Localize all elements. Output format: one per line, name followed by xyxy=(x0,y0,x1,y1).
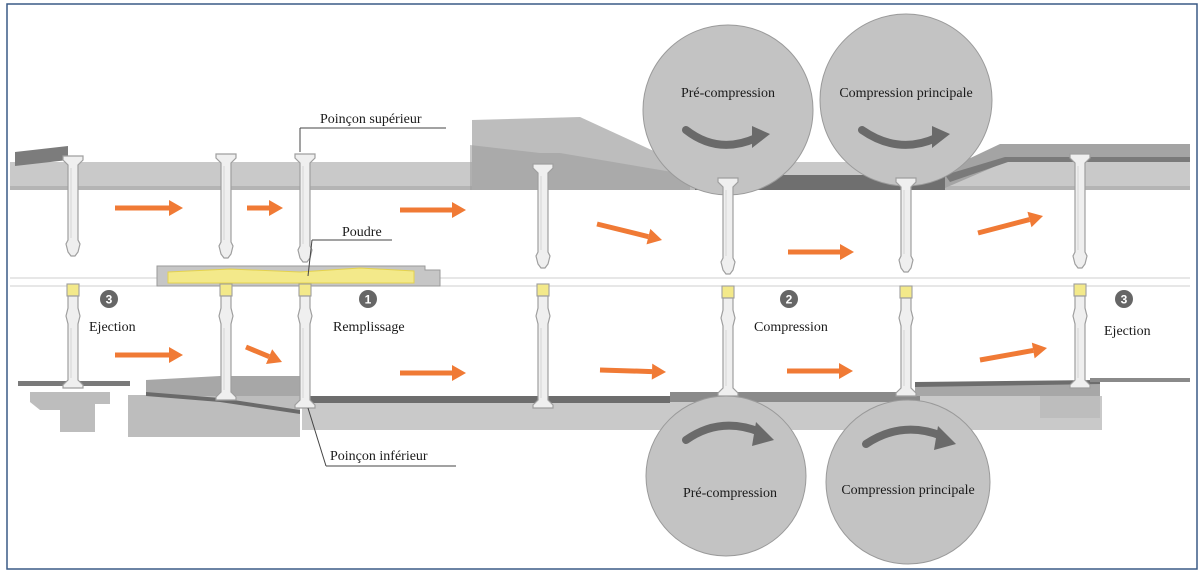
rotation-arrowhead-icon xyxy=(934,426,956,450)
eject-plate-right xyxy=(1090,378,1190,382)
label-filling: Remplissage xyxy=(333,320,405,335)
lower-right-base xyxy=(1040,396,1100,418)
diagram-frame xyxy=(6,3,1198,570)
label-main-compression-bottom: Compression principale xyxy=(841,483,974,498)
label-pre-compression-top: Pré-compression xyxy=(681,86,775,101)
main-compression-roller-lower xyxy=(825,399,991,565)
lower-fill-rail xyxy=(146,392,300,414)
lower-fill-cam xyxy=(128,395,300,437)
rotation-arrow-icon xyxy=(682,421,764,444)
label-pre-compression-bottom: Pré-compression xyxy=(683,486,777,501)
label-compression: Compression xyxy=(754,320,828,335)
step-number: 2 xyxy=(786,293,793,307)
pre-compression-roller-lower xyxy=(645,395,807,557)
flow-arrow-icon xyxy=(787,363,853,379)
flow-arrow-icon xyxy=(400,365,466,381)
upper-punch xyxy=(1069,153,1091,269)
lower-eject-rail xyxy=(915,380,1100,387)
step-number: 3 xyxy=(106,293,113,307)
rotation-arrow-icon xyxy=(858,126,940,149)
upper-punch xyxy=(717,177,739,275)
flow-arrow-icon xyxy=(977,211,1043,236)
lower-punch xyxy=(717,285,739,397)
leader-line-powder-diag xyxy=(307,239,313,277)
flow-arrows xyxy=(115,200,1047,381)
step-badge-compression: 2 xyxy=(780,290,798,308)
lower-punch xyxy=(294,283,316,409)
lower-punch xyxy=(215,283,237,401)
lower-punch xyxy=(1069,283,1091,389)
lower-cam-track xyxy=(18,376,1190,437)
flow-arrow-icon xyxy=(115,347,183,363)
upper-right-rail-edge xyxy=(945,157,1190,182)
punch-set xyxy=(62,153,1091,409)
upper-punch xyxy=(62,155,84,257)
flow-arrow-icon xyxy=(245,344,282,364)
rotation-arrow-icon xyxy=(682,126,760,149)
flow-arrow-icon xyxy=(979,342,1047,363)
lower-main-rail xyxy=(302,396,670,403)
flow-arrow-icon xyxy=(247,200,283,216)
upper-left-cam xyxy=(15,146,68,166)
roller-disc xyxy=(825,399,991,565)
pre-compression-roller-upper xyxy=(642,24,814,196)
flow-arrow-icon xyxy=(788,244,854,260)
label-upper-punch: Poinçon supérieur xyxy=(320,112,422,127)
roller-disc xyxy=(642,24,814,196)
rotation-arrowhead-icon xyxy=(752,422,774,446)
lower-punch xyxy=(895,285,917,397)
main-compression-roller-upper xyxy=(819,13,993,187)
rotation-arrowhead-icon xyxy=(752,126,770,148)
label-lower-punch: Poinçon inférieur xyxy=(330,449,428,464)
powder-fill xyxy=(167,267,415,284)
rotation-arrow-icon xyxy=(862,425,946,448)
upper-right-cam xyxy=(945,144,1190,188)
lower-compression-rail xyxy=(670,392,920,402)
rotation-arrowhead-icon xyxy=(932,126,950,148)
upper-punch xyxy=(532,163,554,269)
powder-feeder xyxy=(156,265,441,287)
upper-cam-track xyxy=(10,117,1190,190)
upper-punch xyxy=(294,153,316,263)
step-badge-filling: 1 xyxy=(359,290,377,308)
roller-disc xyxy=(645,395,807,557)
flow-arrow-icon xyxy=(599,363,666,380)
upper-punch xyxy=(895,177,917,273)
step-number: 3 xyxy=(1121,293,1128,307)
lower-left-base xyxy=(30,392,110,432)
flow-arrow-icon xyxy=(400,202,466,218)
label-ejection-left: Ejection xyxy=(89,320,136,335)
step-number: 1 xyxy=(365,293,372,307)
label-powder: Poudre xyxy=(342,225,382,240)
flow-arrow-icon xyxy=(596,221,662,245)
upper-punch xyxy=(215,153,237,259)
lower-punch xyxy=(532,283,554,409)
label-ejection-right: Ejection xyxy=(1104,324,1151,339)
label-main-compression-top: Compression principale xyxy=(839,86,972,101)
step-badge-ejection-right: 3 xyxy=(1115,290,1133,308)
lower-punch xyxy=(62,283,84,389)
leader-line-lower-punch xyxy=(307,407,327,467)
upper-cam-descending-rail xyxy=(470,145,690,190)
step-badge-ejection-left: 3 xyxy=(100,290,118,308)
flow-arrow-icon xyxy=(115,200,183,216)
